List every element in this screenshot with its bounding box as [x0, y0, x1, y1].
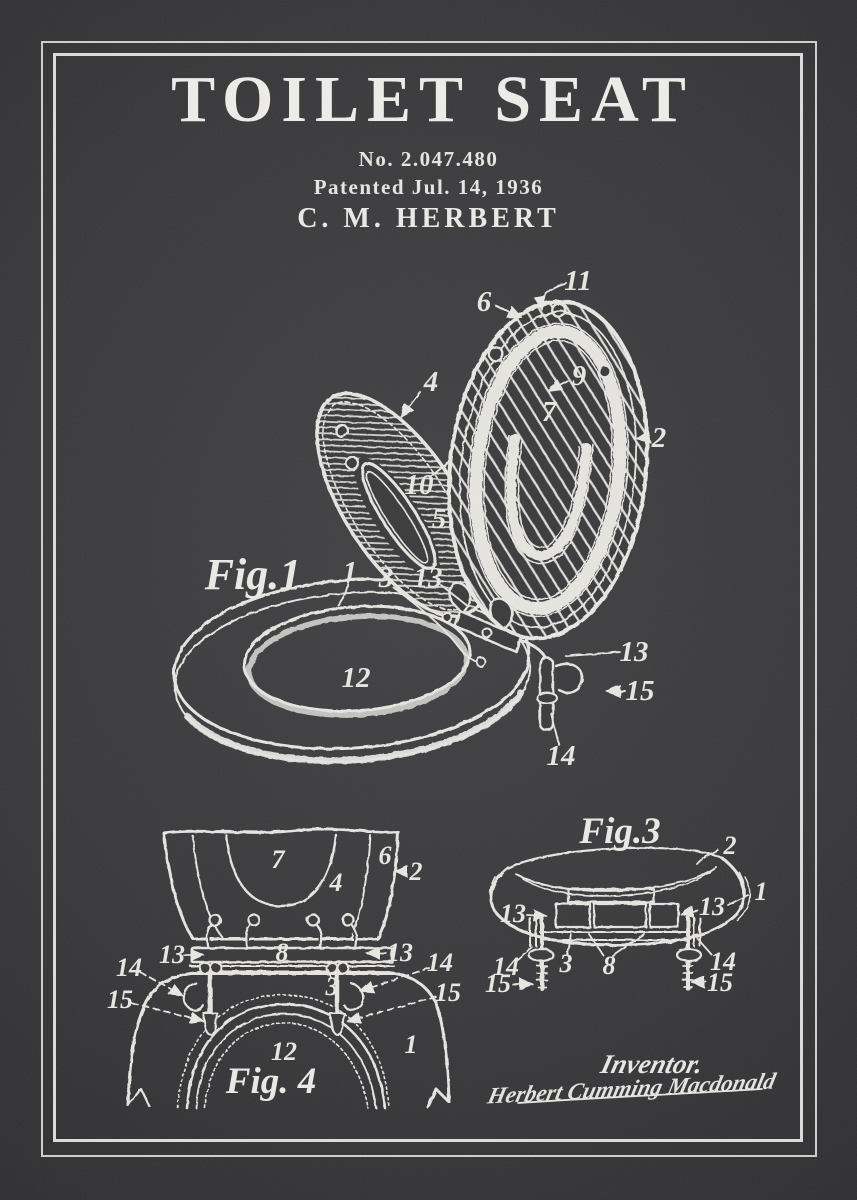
chalkboard-texture — [0, 0, 857, 1200]
patent-poster: TOILET SEAT No. 2.047.480 Patented Jul. … — [0, 0, 857, 1200]
patent-drawing: 11 6 9 7 2 4 10 5 1 3 13 13 15 14 12 Fig… — [0, 0, 857, 1200]
